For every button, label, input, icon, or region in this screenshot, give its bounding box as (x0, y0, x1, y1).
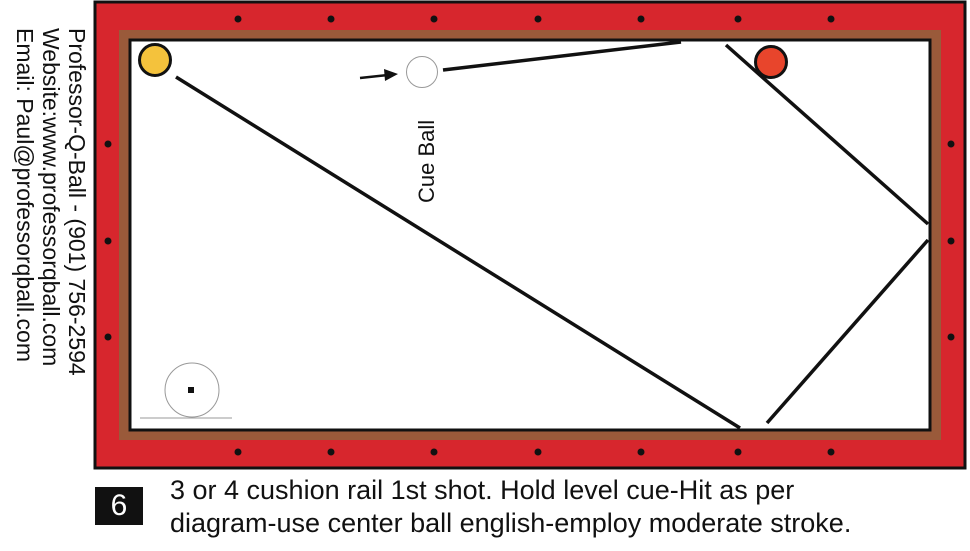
diamond (327, 448, 335, 456)
cue-ball (406, 56, 438, 88)
diamond (827, 448, 835, 456)
diamond (104, 140, 112, 148)
diamond (234, 15, 242, 23)
diamond (430, 448, 438, 456)
diamonds-top (234, 15, 835, 23)
diamond (327, 15, 335, 23)
diamond (534, 448, 542, 456)
diamonds-left (104, 140, 112, 341)
diamond (534, 15, 542, 23)
shot-number-badge: 6 (95, 487, 143, 525)
english-indicator (140, 362, 232, 419)
diamond (734, 448, 742, 456)
diamonds-right (947, 140, 955, 341)
diamond (947, 333, 955, 341)
instructions-line-1: 3 or 4 cushion rail 1st shot. Hold level… (170, 475, 795, 505)
diamond (947, 140, 955, 148)
diamond (637, 448, 645, 456)
path-top-rail-to-right-rail (724, 43, 930, 226)
contact-phone-line: Professor-Q-Ball - (901) 756-2594 (64, 28, 90, 376)
diamond (827, 15, 835, 23)
shot-path (175, 40, 930, 430)
diamond (430, 15, 438, 23)
diamond (947, 237, 955, 245)
contact-email-line: Email: Paul@professorqball.com (12, 28, 38, 362)
contact-info: Professor-Q-Ball - (901) 756-2594 Websit… (0, 28, 90, 448)
diamond (637, 15, 645, 23)
shot-instructions: 3 or 4 cushion rail 1st shot. Hold level… (170, 474, 965, 540)
red-ball (754, 45, 788, 79)
path-bottom-rail-to-yellow (175, 75, 741, 430)
contact-website-line: Website:www.professorqball.com (38, 28, 64, 367)
english-contact-point (188, 387, 194, 393)
diamond (234, 448, 242, 456)
diamond (104, 333, 112, 341)
arrow-icon (359, 69, 398, 81)
table-felt (128, 38, 932, 432)
cue-ball-label: Cue Ball (414, 120, 439, 203)
diamond (104, 237, 112, 245)
diamond (734, 15, 742, 23)
yellow-ball (138, 43, 172, 77)
instructions-line-2: diagram-use center ball english-employ m… (170, 508, 852, 538)
diamonds-bottom (234, 448, 835, 456)
path-cue-to-top-rail (442, 40, 682, 72)
path-right-rail-to-bottom-rail (765, 238, 930, 425)
